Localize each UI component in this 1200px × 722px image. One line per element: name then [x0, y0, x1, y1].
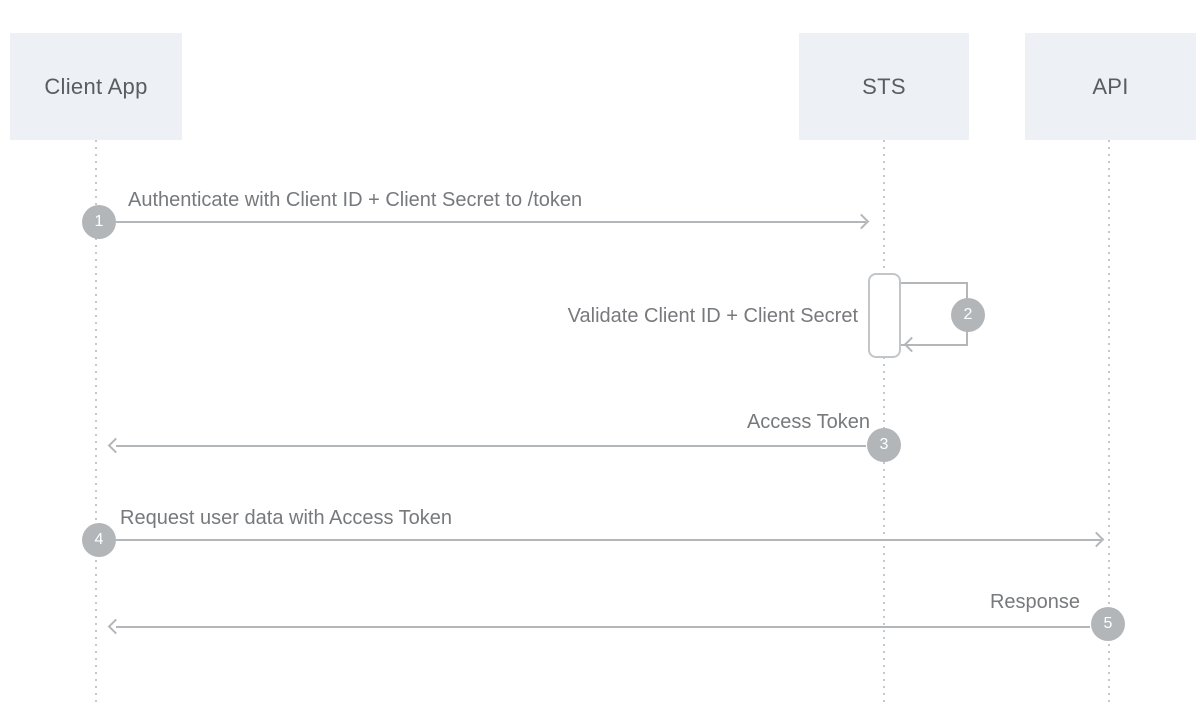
message-5-arrow-line: [116, 626, 1090, 628]
lifeline-client-app: [95, 140, 97, 702]
message-4-arrow-line: [116, 539, 1101, 541]
step-1-number: 1: [94, 213, 104, 230]
message-2-label: Validate Client ID + Client Secret: [567, 305, 858, 327]
step-4-badge: 4: [82, 523, 116, 557]
actor-label-sts: STS: [862, 73, 906, 99]
step-2-number: 2: [963, 306, 973, 323]
arrowhead-left-icon: [107, 618, 124, 635]
actor-box-api: API: [1025, 33, 1196, 140]
actor-box-sts: STS: [799, 33, 969, 140]
lifeline-api: [1108, 140, 1110, 702]
lifeline-sts: [883, 140, 885, 702]
message-3-label: Access Token: [746, 411, 870, 433]
message-3-arrow-line: [116, 445, 866, 447]
arrowhead-right-icon: [1088, 531, 1105, 548]
message-4-label: Request user data with Access Token: [120, 507, 453, 529]
step-2-badge: 2: [951, 298, 985, 332]
step-4-number: 4: [94, 531, 104, 548]
actor-label-client-app: Client App: [44, 73, 148, 99]
step-3-number: 3: [879, 436, 889, 453]
arrowhead-left-icon: [107, 437, 124, 454]
actor-label-api: API: [1092, 73, 1129, 99]
actor-box-client-app: Client App: [10, 33, 182, 140]
step-3-badge: 3: [867, 428, 901, 462]
arrowhead-right-icon: [853, 213, 870, 230]
message-5-label: Response: [989, 591, 1080, 613]
activation-box-sts: [868, 273, 901, 358]
step-5-number: 5: [1103, 615, 1113, 632]
step-1-badge: 1: [82, 205, 116, 239]
message-1-label: Authenticate with Client ID + Client Sec…: [128, 189, 583, 211]
message-1-arrow-line: [116, 221, 866, 223]
step-5-badge: 5: [1091, 607, 1125, 641]
